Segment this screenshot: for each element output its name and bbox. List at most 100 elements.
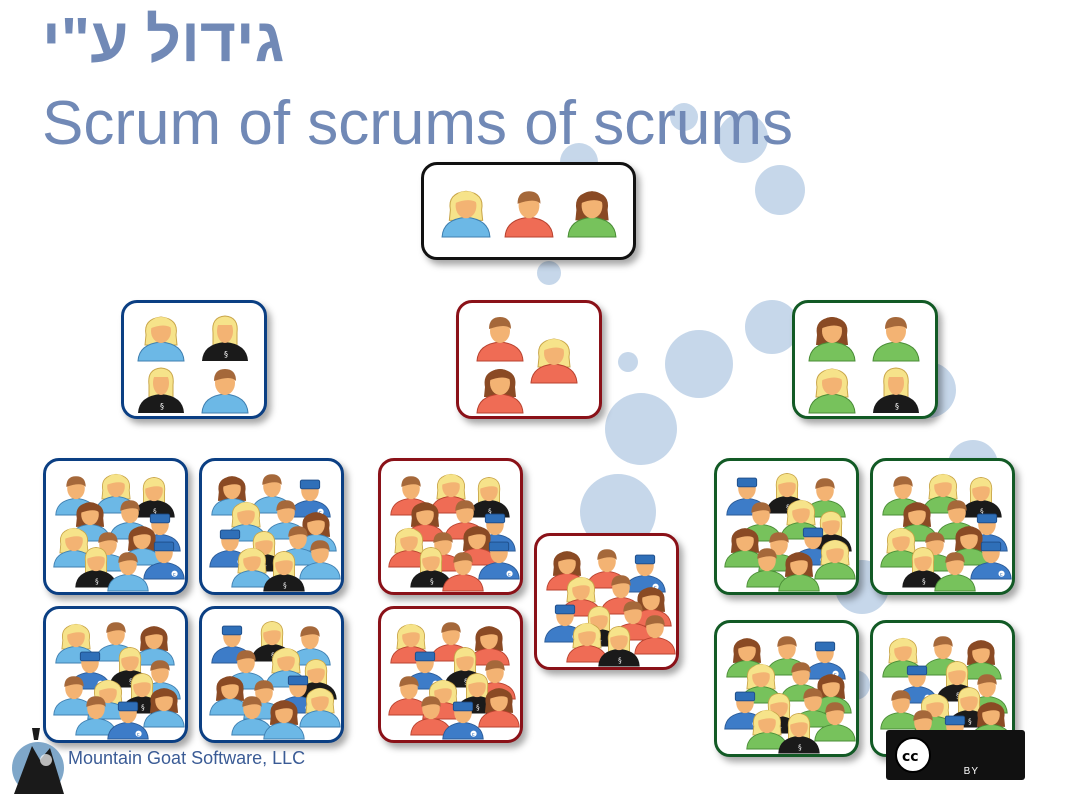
person-icon <box>211 476 253 516</box>
red-scrum-of-scrums-box <box>456 300 602 419</box>
person-icon <box>478 688 520 728</box>
svg-text:c: c <box>472 732 475 738</box>
bubble <box>670 103 698 131</box>
bubble <box>605 393 677 465</box>
person-icon <box>388 676 430 716</box>
person-icon <box>814 702 856 742</box>
person-icon <box>231 696 273 736</box>
creative-commons-badge[interactable]: cc BY <box>886 730 1025 780</box>
black-shirt-person-icon: § <box>138 367 184 413</box>
person-icon <box>724 528 766 568</box>
capped-person-icon: c <box>289 479 331 518</box>
team-box: cc§§ <box>714 620 859 757</box>
person-icon <box>476 369 524 414</box>
svg-text:§: § <box>153 506 157 515</box>
blonde-person-icon <box>441 190 491 238</box>
person-icon <box>766 636 808 676</box>
person-icon <box>133 626 175 666</box>
svg-text:§: § <box>618 655 622 664</box>
svg-text:§: § <box>476 702 480 711</box>
blonde-person-icon <box>265 647 307 688</box>
person-icon <box>880 690 922 730</box>
black-shirt-person-icon: § <box>778 712 820 754</box>
person-icon <box>53 676 95 716</box>
footer-copyright: Mountain Goat Software, LLC <box>68 748 306 768</box>
svg-text:§: § <box>224 350 228 359</box>
capped-person-icon: c <box>804 641 846 680</box>
team-box: c§§c <box>199 606 344 743</box>
mountain-goat-logo-icon <box>12 728 64 794</box>
person-icon <box>410 696 452 736</box>
svg-text:c: c <box>834 672 837 678</box>
svg-text:§: § <box>141 702 145 711</box>
black-shirt-person-icon: § <box>873 367 919 413</box>
person-icon <box>468 626 510 666</box>
person-icon <box>808 317 856 362</box>
person-icon <box>934 552 976 592</box>
bubble <box>745 300 799 354</box>
license-label: BY <box>963 766 979 777</box>
bubble <box>665 330 733 398</box>
black-shirt-person-icon: § <box>133 476 175 518</box>
person-icon <box>504 191 554 238</box>
capped-person-icon: c <box>478 541 520 580</box>
team-box: §cc§ <box>378 458 523 595</box>
svg-text:§: § <box>798 742 802 751</box>
capped-person-icon: c <box>624 554 666 593</box>
slide-title-hebrew: גידול ע"י <box>42 6 285 75</box>
blonde-person-icon <box>390 623 432 664</box>
team-box: c§§c <box>378 606 523 743</box>
team-box: §cc§ <box>870 458 1015 595</box>
team-box: cc§§ <box>534 533 679 670</box>
creative-commons-icon: cc <box>895 737 931 773</box>
green-scrum-of-scrums-box: § <box>792 300 938 419</box>
black-shirt-person-icon: § <box>75 546 117 588</box>
svg-text:c: c <box>319 510 322 516</box>
blonde-person-icon <box>231 547 273 588</box>
blonde-person-icon <box>388 527 430 568</box>
person-icon <box>600 575 642 615</box>
person-icon <box>567 191 617 238</box>
bubble <box>755 165 805 215</box>
person-icon <box>143 688 185 728</box>
person-icon <box>476 317 524 362</box>
team-box: c§§c <box>43 606 188 743</box>
team-box: c§§c <box>714 458 859 595</box>
svg-text:§: § <box>95 576 99 585</box>
black-shirt-person-icon: § <box>202 315 248 361</box>
capped-person-icon: c <box>143 541 185 580</box>
svg-text:§: § <box>283 580 287 589</box>
blonde-person-icon <box>299 687 341 728</box>
capped-person-icon: c <box>442 701 484 740</box>
bubble <box>618 352 638 372</box>
black-shirt-person-icon: § <box>263 550 305 592</box>
person-icon <box>107 552 149 592</box>
svg-text:c: c <box>508 572 511 578</box>
blonde-person-icon <box>746 709 788 750</box>
svg-text:cc: cc <box>902 749 919 765</box>
person-icon <box>746 548 788 588</box>
person-icon <box>634 615 676 655</box>
black-shirt-person-icon: § <box>598 625 640 667</box>
svg-text:§: § <box>980 506 984 515</box>
team-box: cc§§ <box>199 458 344 595</box>
person-icon <box>299 540 341 580</box>
person-icon <box>390 476 432 516</box>
svg-text:§: § <box>956 690 960 699</box>
person-icon <box>872 317 920 362</box>
blonde-person-icon <box>530 338 578 384</box>
person-icon <box>201 369 249 414</box>
person-icon <box>778 552 820 592</box>
bubble <box>537 261 561 285</box>
capped-person-icon: c <box>970 541 1012 580</box>
blonde-person-icon <box>566 622 608 663</box>
capped-person-icon: c <box>107 701 149 740</box>
svg-text:§: § <box>129 676 133 685</box>
bubble <box>718 113 768 163</box>
svg-text:§: § <box>160 402 164 411</box>
svg-text:§: § <box>968 716 972 725</box>
svg-text:§: § <box>895 402 899 411</box>
black-shirt-person-icon: § <box>468 476 510 518</box>
svg-text:c: c <box>173 572 176 578</box>
blonde-person-icon <box>53 527 95 568</box>
